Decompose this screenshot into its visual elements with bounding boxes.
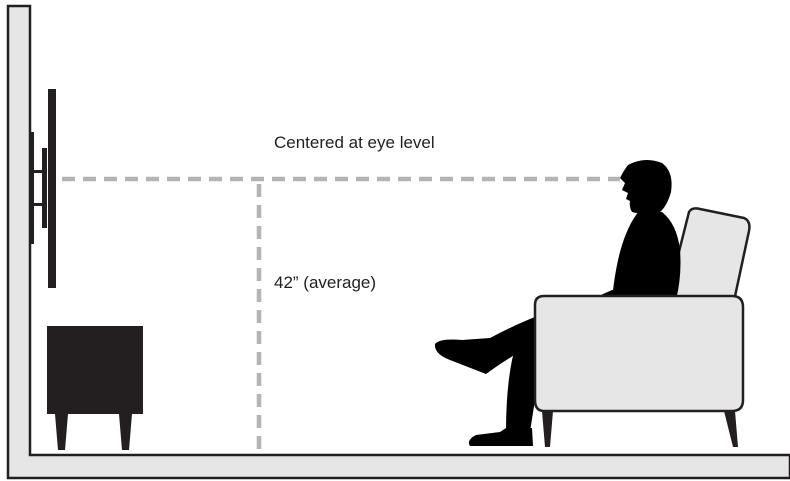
eye-level-label: Centered at eye level [274,133,435,153]
tv-screen [48,89,56,288]
tv-mount-arm-bottom [34,203,42,206]
wall-mounted-tv-icon [30,89,56,288]
cabinet-leg-left [55,414,68,450]
tv-mount-arm-top [34,170,42,173]
cabinet-body [47,326,143,414]
tv-mount-plate [30,132,34,244]
cabinet-leg-right [119,414,132,450]
tv-mount-bracket [42,148,47,228]
armchair-leg-left [542,411,553,447]
armchair-leg-right [724,411,738,447]
media-cabinet-icon [47,326,143,450]
person-torso [612,210,681,300]
person-head [620,160,672,216]
person-foot [469,428,533,446]
armchair-seat [535,296,743,411]
mount-height-label: 42” (average) [274,273,376,293]
